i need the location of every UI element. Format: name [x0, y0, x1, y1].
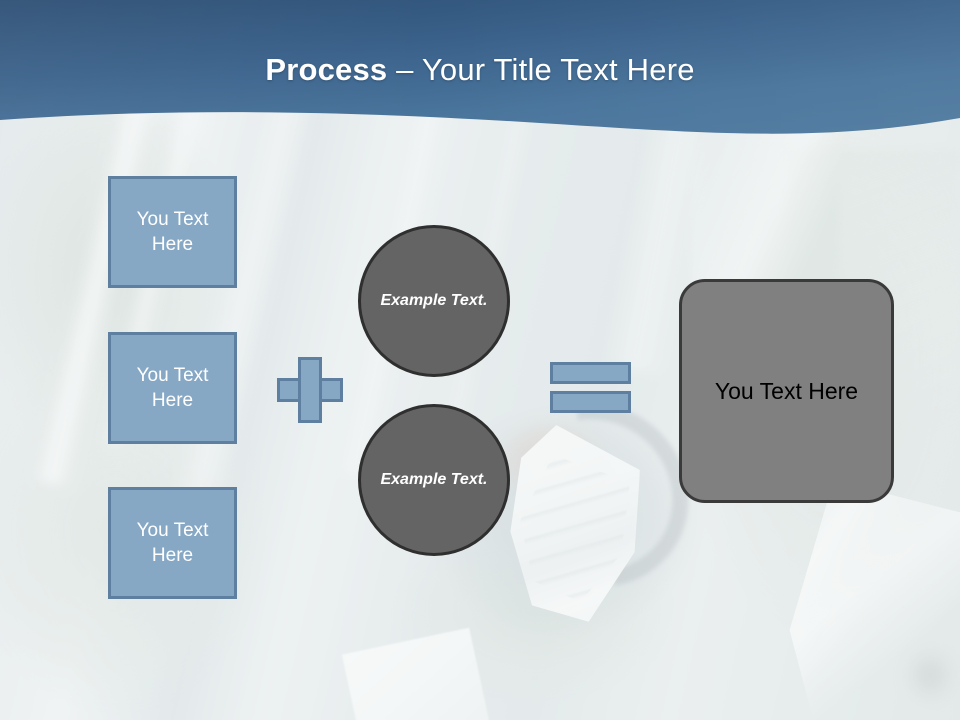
equals-top-bar: [550, 362, 631, 384]
page-title: Process – Your Title Text Here: [0, 52, 960, 88]
equals-bottom-bar: [550, 391, 631, 413]
plus-center-fill: [301, 381, 319, 399]
page-title-rest: – Your Title Text Here: [387, 52, 695, 87]
plus-operator-icon: [277, 357, 343, 423]
input-box-2[interactable]: You Text Here: [108, 332, 237, 444]
equals-operator-icon: [550, 362, 631, 413]
result-box[interactable]: You Text Here: [679, 279, 894, 503]
input-box-3[interactable]: You Text Here: [108, 487, 237, 599]
input-box-1[interactable]: You Text Here: [108, 176, 237, 288]
example-circle-2[interactable]: Example Text.: [358, 404, 510, 556]
photo-dark-detail: [900, 640, 960, 710]
example-circle-1[interactable]: Example Text.: [358, 225, 510, 377]
page-title-strong: Process: [265, 52, 388, 87]
